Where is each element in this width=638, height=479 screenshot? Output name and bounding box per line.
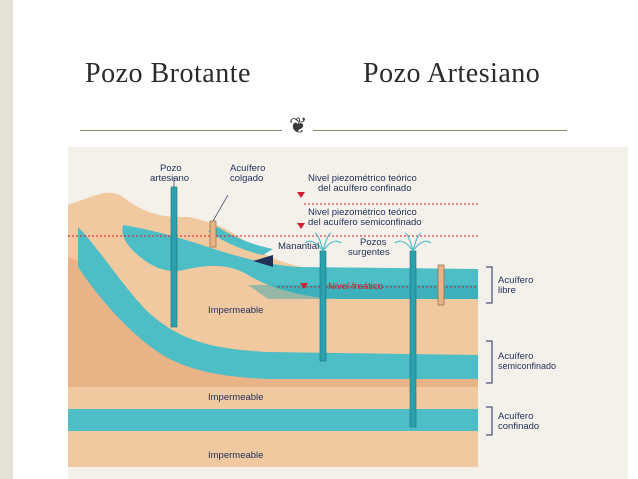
pozo-artesiano-well xyxy=(170,186,178,328)
label-pozo-artesiano-2: artesiano xyxy=(150,173,189,184)
aquifer-semiconfinado-layer xyxy=(78,227,478,379)
aquifer-libre-layer xyxy=(122,225,479,299)
title-pozo-artesiano: Pozo Artesiano xyxy=(363,58,541,89)
manantial-arrow-icon xyxy=(253,255,273,267)
aquifer-diagram: Pozo artesiano Acuífero colgado Nivel pi… xyxy=(68,147,628,479)
pozo-colgado-well xyxy=(209,220,217,248)
label-acuifero-confinado-1: Acuífero xyxy=(498,411,533,422)
label-acuifero-colgado-1: Acuífero xyxy=(230,163,265,174)
slide: Pozo Brotante Pozo Artesiano ❦ xyxy=(13,0,638,479)
nivel-freatico-marker-icon xyxy=(300,283,308,289)
label-nivel-confinado-1: Nivel piezométrico teórico xyxy=(308,173,417,184)
aquifer-libre-surface xyxy=(248,285,478,299)
aquifer-confinado-layer xyxy=(68,409,478,431)
label-impermeable-1: Impermeable xyxy=(208,305,263,316)
title-rule-left xyxy=(80,130,282,131)
impermeable-band-lower xyxy=(68,387,478,409)
title-rule-right xyxy=(313,130,567,131)
label-manantial: Manantial xyxy=(278,241,319,252)
label-acuifero-semi-1: Acuífero xyxy=(498,351,533,362)
scroll-flourish-icon: ❦ xyxy=(289,114,308,139)
title-pozo-brotante: Pozo Brotante xyxy=(85,58,251,89)
label-acuifero-confinado-2: confinado xyxy=(498,421,539,432)
bracket-acuifero-libre xyxy=(486,266,493,304)
pozo-surgente-2 xyxy=(409,250,417,428)
nivel-semiconfinado-marker-icon xyxy=(297,223,305,229)
bracket-acuifero-semiconfinado xyxy=(486,340,493,384)
pozo-libre-well xyxy=(437,264,445,306)
impermeable-base xyxy=(68,431,478,467)
bracket-acuifero-confinado xyxy=(486,406,493,436)
nivel-confinado-marker-icon xyxy=(297,192,305,198)
label-acuifero-libre-1: Acuífero xyxy=(498,275,533,286)
pozo-surgente-1 xyxy=(319,250,327,362)
label-nivel-semiconfinado-1: Nivel piezométrico teórico xyxy=(308,207,417,218)
acuifero-colgado xyxy=(208,227,273,255)
label-pozo-artesiano-1: Pozo xyxy=(160,163,182,174)
label-impermeable-2: Impermeable xyxy=(208,392,263,403)
label-acuifero-colgado-2: colgado xyxy=(230,173,263,184)
label-nivel-semiconfinado-2: del acuífero semiconfinado xyxy=(308,217,422,228)
label-nivel-freatico: Nivel freático xyxy=(328,281,383,292)
water-spray-icon xyxy=(304,232,432,252)
label-pozos-surgentes-2: surgentes xyxy=(348,247,390,258)
label-acuifero-semi-2: semiconfinado xyxy=(498,361,556,371)
label-nivel-confinado-2: del acuífero confinado xyxy=(318,183,411,194)
label-impermeable-3: Impermeable xyxy=(208,450,263,461)
leader-lines xyxy=(173,177,229,222)
label-acuifero-libre-2: libre xyxy=(498,285,516,296)
label-pozos-surgentes-1: Pozos xyxy=(360,237,387,248)
